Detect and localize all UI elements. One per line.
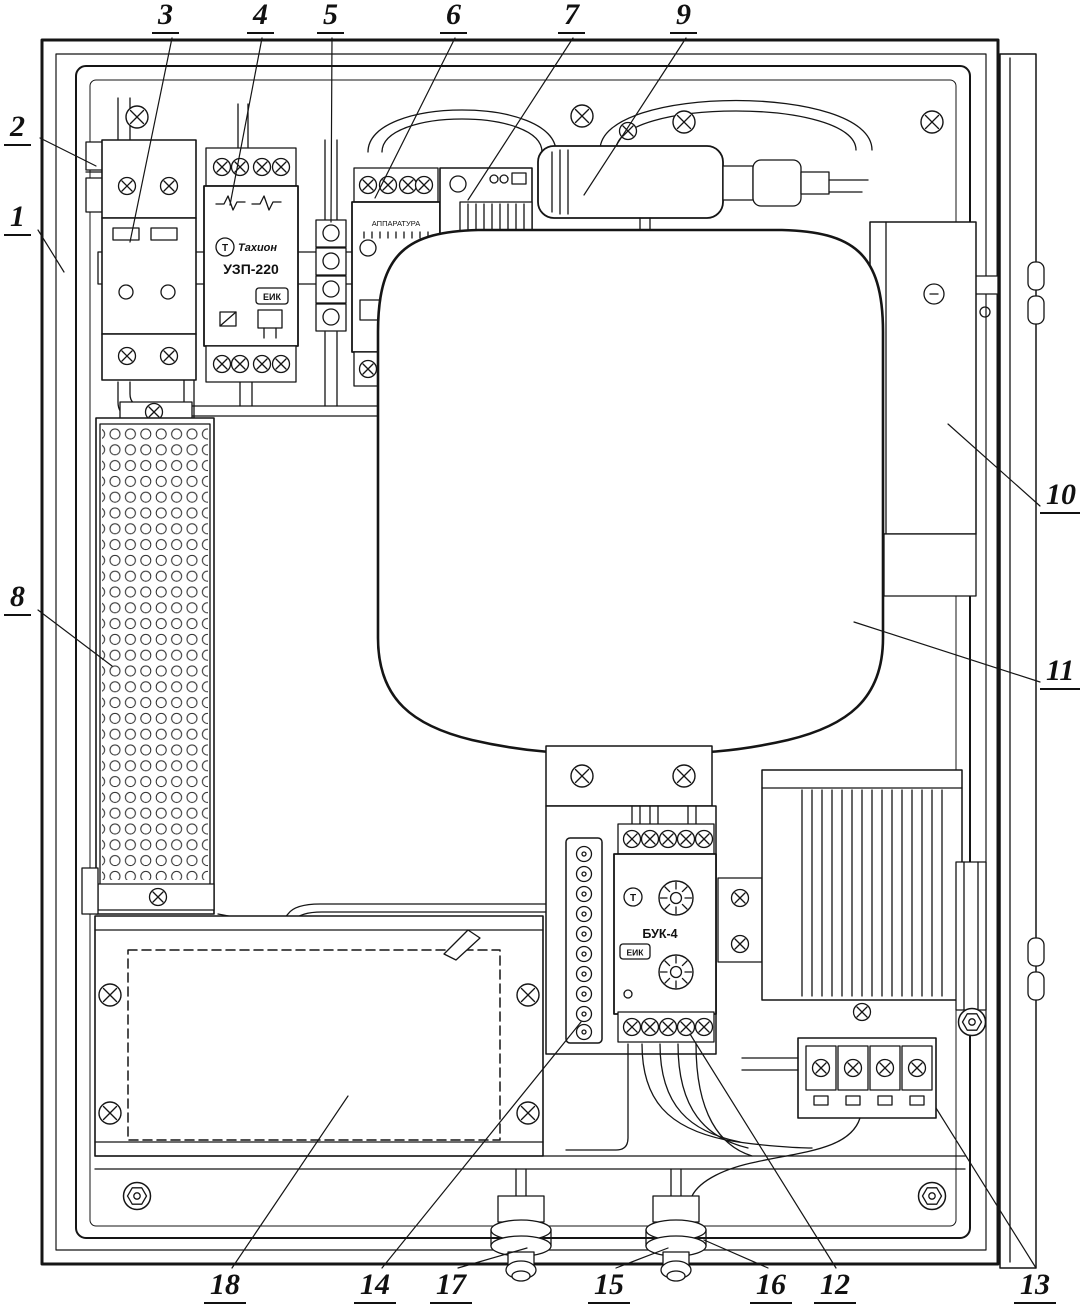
leader-15 bbox=[615, 1247, 669, 1269]
cable-gland-left bbox=[490, 1195, 552, 1282]
brand-logo-letter: Т bbox=[630, 893, 636, 904]
rear-panel-10 bbox=[869, 221, 977, 597]
brand-logo-letter: Т bbox=[222, 243, 228, 254]
callout-18: 18 bbox=[204, 1269, 246, 1304]
leader-1 bbox=[37, 229, 65, 273]
cable-gland-right bbox=[645, 1195, 707, 1282]
callout-9: 9 bbox=[670, 0, 697, 34]
actuator-9 bbox=[537, 121, 869, 243]
leader-17 bbox=[457, 1247, 528, 1269]
callout-13: 13 bbox=[1014, 1269, 1056, 1304]
hex-bolt-icon bbox=[122, 1181, 152, 1211]
callout-3: 3 bbox=[152, 0, 179, 34]
leader-16 bbox=[703, 1239, 769, 1269]
circuit-breaker bbox=[101, 139, 197, 381]
callout-10: 10 bbox=[1040, 479, 1080, 514]
brand-logo-icon bbox=[359, 239, 377, 257]
bottom-left-plate bbox=[94, 915, 544, 1157]
leader-18 bbox=[231, 1095, 349, 1269]
moulded-cover-11 bbox=[376, 228, 885, 756]
callout-16: 16 bbox=[750, 1269, 792, 1304]
cert-mark: ЕИК bbox=[627, 948, 645, 958]
cable-tag bbox=[443, 929, 481, 961]
brand-label: Тахион bbox=[238, 242, 277, 254]
leader-7 bbox=[467, 37, 574, 201]
leader-5 bbox=[330, 37, 333, 223]
connector-block-13 bbox=[797, 1037, 937, 1119]
bottom-rails bbox=[94, 1155, 966, 1211]
callout-12: 12 bbox=[814, 1269, 856, 1304]
leader-4 bbox=[229, 37, 263, 206]
leader-3 bbox=[129, 37, 173, 243]
callout-5: 5 bbox=[317, 0, 344, 34]
screw-icon bbox=[920, 110, 944, 134]
buk-module-label: БУК-4 bbox=[642, 927, 677, 941]
leader-2 bbox=[39, 137, 97, 167]
uzp-220-module: Т Тахион УЗП-220 ЕИК bbox=[203, 147, 299, 383]
finned-block bbox=[761, 769, 963, 1022]
leader-8 bbox=[37, 609, 113, 667]
dial-icon bbox=[658, 880, 694, 916]
wall-bracket-item2 bbox=[85, 141, 105, 213]
leader-6 bbox=[374, 37, 456, 199]
cert-mark: ЕИК bbox=[263, 292, 281, 302]
door-edge bbox=[971, 53, 1045, 1269]
leader-11 bbox=[853, 621, 1041, 683]
cover-exit-wiring bbox=[217, 749, 560, 930]
callout-4: 4 bbox=[247, 0, 274, 34]
battery-compartment-outline bbox=[127, 949, 501, 1141]
leader-12 bbox=[689, 1033, 837, 1269]
callout-17: 17 bbox=[430, 1269, 472, 1304]
terminal-strip-14 bbox=[565, 837, 603, 1044]
leader-9 bbox=[583, 37, 687, 196]
leader-10 bbox=[947, 423, 1041, 507]
callout-11: 11 bbox=[1040, 655, 1080, 690]
side-bracket bbox=[717, 877, 763, 963]
perforated-panel bbox=[81, 401, 215, 915]
uzp-module-label: УЗП-220 bbox=[223, 261, 279, 277]
callout-7: 7 bbox=[558, 0, 585, 34]
hex-bolt-icon bbox=[917, 1181, 947, 1211]
screw-icon bbox=[570, 104, 594, 128]
callout-8: 8 bbox=[4, 581, 31, 616]
callout-14: 14 bbox=[354, 1269, 396, 1304]
dial-icon bbox=[658, 954, 694, 990]
callout-15: 15 bbox=[588, 1269, 630, 1304]
leader-lines bbox=[37, 37, 1041, 1269]
screw-icon bbox=[672, 110, 696, 134]
leader-14 bbox=[381, 1021, 582, 1269]
terminal-block-stack bbox=[315, 219, 347, 332]
callout-2: 2 bbox=[4, 111, 31, 146]
callout-6: 6 bbox=[440, 0, 467, 34]
leader-13 bbox=[935, 1107, 1037, 1269]
right-wall-channel bbox=[955, 861, 987, 1037]
lower-wiring bbox=[565, 1043, 861, 1197]
screw-icon bbox=[125, 105, 149, 129]
module6-text: АППАРАТУРА bbox=[372, 219, 420, 228]
callout-1: 1 bbox=[4, 201, 31, 236]
brand-logo-icon bbox=[215, 237, 235, 257]
brand-logo-icon bbox=[623, 887, 643, 907]
buk-4-module: Т БУК-4 ЕИК bbox=[613, 823, 717, 1043]
